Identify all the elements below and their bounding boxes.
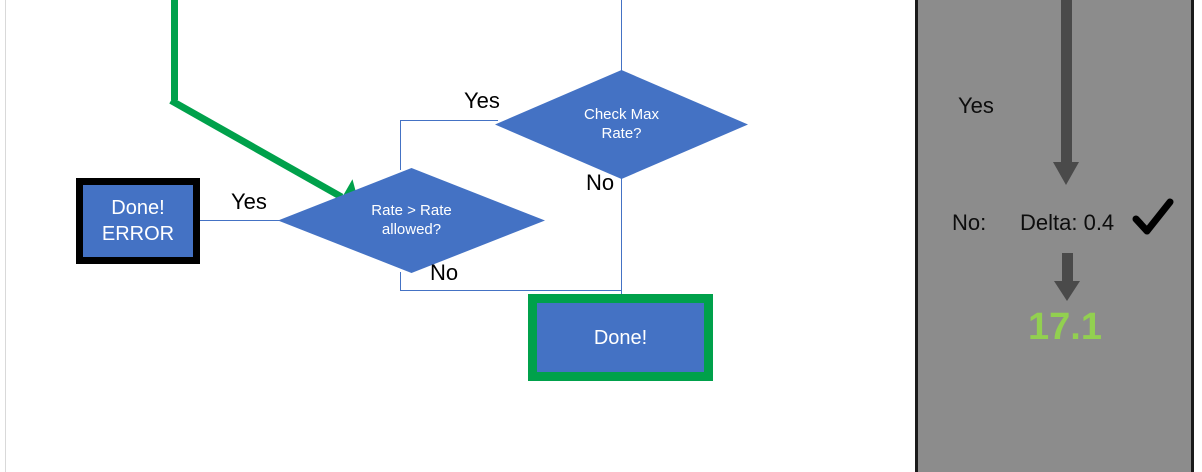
- preview-arrow-top-head: [1053, 162, 1079, 185]
- node-done-ok-label: Done!: [593, 326, 648, 349]
- connector-into-check-max-rate: [621, 0, 622, 72]
- preview-panel: Yes No: Delta: 0.4 17.1: [915, 0, 1194, 472]
- edge-label-check-max-no: No: [586, 170, 615, 195]
- check-mark-icon: [1132, 198, 1174, 235]
- preview-arrow-bottom-shaft: [1062, 253, 1073, 281]
- connector-check-max-no-vertical: [621, 178, 622, 296]
- preview-arrow-bottom-head: [1054, 281, 1080, 301]
- node-done-error-label-line2: ERROR: [101, 223, 175, 245]
- node-check-max-rate-label-line1: Check Max: [583, 105, 660, 123]
- flowchart-panel: Check Max Rate? Rate > Rate allowed? Don…: [5, 0, 748, 472]
- preview-yes-label: Yes: [958, 93, 994, 118]
- green-path-arrow-vertical: [171, 0, 178, 100]
- edge-label-rate-yes: Yes: [231, 189, 267, 214]
- connector-rate-yes-vertical: [400, 120, 401, 170]
- slide-edge-line: [5, 0, 6, 472]
- preview-delta-label: Delta: 0.4: [1020, 210, 1115, 235]
- node-check-max-rate-label-line2: Rate?: [601, 124, 642, 142]
- connector-rate-yes-horizontal: [400, 120, 498, 121]
- preview-arrow-top-shaft: [1061, 0, 1072, 162]
- node-done-error-label-line1: Done!: [111, 197, 165, 219]
- connector-rate-yes-to-error: [200, 220, 280, 221]
- edge-label-rate-no: No: [430, 260, 459, 285]
- node-rate-gt-allowed-label-line2: allowed?: [381, 220, 442, 238]
- preview-no-label: No:: [952, 210, 987, 235]
- connector-rate-no-vertical: [400, 272, 401, 290]
- preview-result-value: 17.1: [1028, 306, 1102, 348]
- node-check-max-rate[interactable]: Check Max Rate?: [495, 70, 748, 179]
- node-done-ok[interactable]: Done!: [528, 294, 713, 381]
- edge-label-check-max-yes: Yes: [464, 88, 500, 113]
- node-done-error[interactable]: Done! ERROR: [76, 178, 200, 264]
- node-rate-gt-allowed-label-line1: Rate > Rate: [371, 201, 452, 219]
- connector-rate-no-horizontal: [400, 290, 622, 291]
